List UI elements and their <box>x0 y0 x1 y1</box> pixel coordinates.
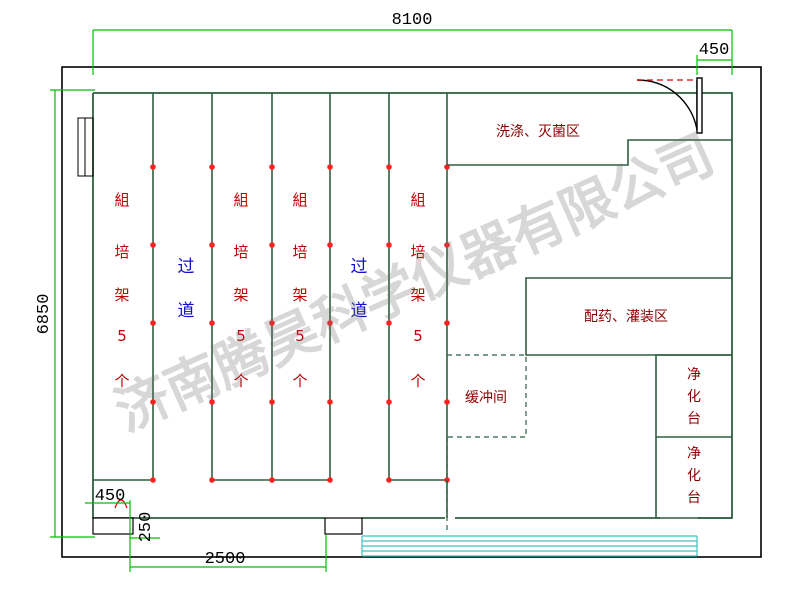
buffer-room-outline <box>446 354 527 530</box>
left-wall-mark <box>77 117 94 177</box>
rack-label-char: 培 <box>233 243 248 261</box>
rack-label-char: 組 <box>410 191 425 209</box>
bottom-pillar-mid <box>324 517 363 535</box>
rack-label-char: 个 <box>292 372 307 390</box>
dim-door-top-right: 450 <box>699 41 730 60</box>
rack-dots <box>150 164 450 483</box>
rack-label-char: 5 <box>295 327 305 345</box>
room-mixing-filling: 配药、灌装区 <box>584 309 668 325</box>
dim-total-width: 8100 <box>392 11 433 30</box>
door-top-right <box>636 77 703 134</box>
outer-boundary <box>61 66 762 558</box>
rack-label-char: 架 <box>114 286 129 304</box>
room-wash-sterilize: 洗涤、灭菌区 <box>496 124 580 140</box>
clean-bench-char: 台 <box>687 490 701 506</box>
room-buffer: 缓冲间 <box>465 390 507 406</box>
aisle-2: 过 道 <box>351 257 368 321</box>
rack-3: 組 培 架 5 个 <box>292 191 307 390</box>
aisle-label-char: 道 <box>351 301 368 321</box>
dimension-lines <box>50 29 733 572</box>
rack-label-char: 組 <box>114 191 129 209</box>
rack-label-char: 組 <box>233 191 248 209</box>
dim-bottom-span: 2500 <box>205 550 246 569</box>
rack-label-char: 培 <box>292 243 307 261</box>
dim-bottom-offset: 250 <box>137 512 156 543</box>
dim-total-depth: 6850 <box>35 294 54 335</box>
rack-label-char: 架 <box>292 286 307 304</box>
clean-bench-2: 净 化 台 <box>687 446 701 506</box>
aisle-1: 过 道 <box>178 257 195 321</box>
clean-bench-char: 台 <box>687 411 701 427</box>
clean-bench-char: 净 <box>687 446 701 462</box>
rack-label-char: 架 <box>233 286 248 304</box>
aisle-label-char: 过 <box>351 257 368 277</box>
bottom-window <box>361 535 698 557</box>
rack-label-char: 架 <box>410 286 425 304</box>
rack-label-char: 培 <box>410 243 425 261</box>
rack-lines <box>93 93 448 481</box>
dim-door-bottom-left: 450 <box>95 487 126 506</box>
rack-label-char: 个 <box>114 372 129 390</box>
aisle-label-char: 道 <box>178 301 195 321</box>
rack-label-char: 組 <box>292 191 307 209</box>
aisle-label-char: 过 <box>178 257 195 277</box>
clean-bench-char: 化 <box>687 389 701 405</box>
clean-bench-char: 净 <box>687 367 701 383</box>
door-bottom-left <box>114 499 128 509</box>
bottom-pillar-left <box>92 517 134 535</box>
rack-label-char: 个 <box>233 372 248 390</box>
rack-label-char: 培 <box>114 243 129 261</box>
watermark: 济南腾昊科学仪器有限公司 <box>106 123 724 444</box>
rack-2: 組 培 架 5 个 <box>233 191 248 390</box>
rack-label-char: 5 <box>236 327 246 345</box>
rack-label-char: 5 <box>413 327 423 345</box>
rack-label-char: 个 <box>410 372 425 390</box>
right-partitions <box>446 139 732 519</box>
rack-label-char: 5 <box>117 327 127 345</box>
clean-bench-1: 净 化 台 <box>687 367 701 427</box>
clean-bench-char: 化 <box>687 468 701 484</box>
rack-4: 組 培 架 5 个 <box>410 191 425 390</box>
rack-1: 組 培 架 5 个 <box>114 191 129 390</box>
